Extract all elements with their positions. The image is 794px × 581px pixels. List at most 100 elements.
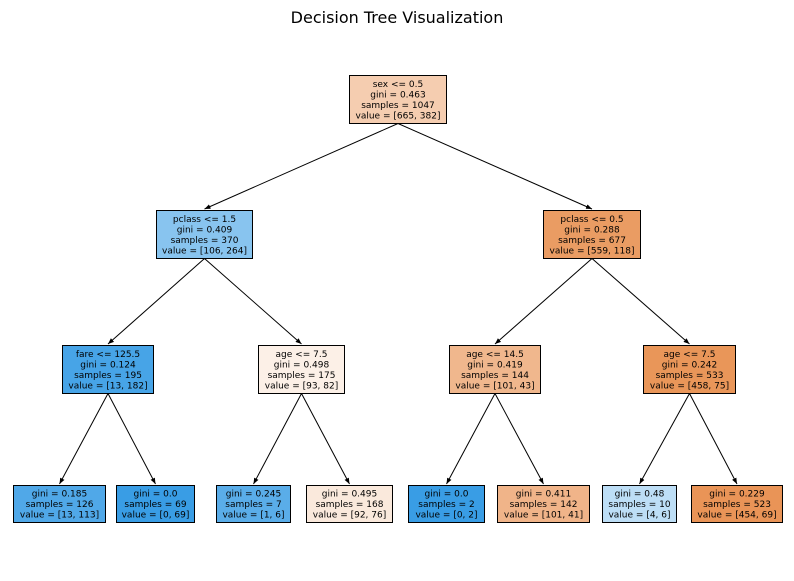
tree-node-text: samples = 523	[703, 500, 771, 510]
tree-node-text: samples = 677	[558, 236, 626, 246]
tree-edge-arrow	[204, 123, 399, 210]
tree-node-text: value = [101, 41]	[504, 511, 583, 521]
tree-node-box	[543, 210, 641, 259]
tree-node-text: gini = 0.124	[80, 360, 136, 370]
tree-node-text: value = [13, 182]	[68, 381, 147, 391]
tree-node-text: age <= 7.5	[664, 350, 716, 360]
tree-node-text: gini = 0.463	[370, 90, 425, 100]
tree-node-text: samples = 7	[225, 500, 281, 510]
tree-node-text: value = [92, 76]	[313, 511, 387, 521]
tree-node-text: samples = 2	[418, 500, 474, 510]
tree-node-box	[13, 485, 106, 523]
tree-edge-arrow	[59, 393, 109, 485]
tree-node-text: pclass <= 0.5	[560, 215, 623, 225]
tree-edge-arrow	[591, 258, 690, 345]
tree-node-text: value = [106, 264]	[162, 246, 247, 256]
tree-node-text: gini = 0.288	[564, 225, 620, 235]
tree-edge-arrow	[446, 393, 496, 485]
tree-node-text: value = [93, 82]	[265, 381, 339, 391]
edges-layer	[59, 123, 738, 485]
tree-node-box	[408, 485, 485, 523]
tree-node-text: value = [1, 6]	[222, 511, 284, 521]
tree-node-box	[449, 345, 541, 394]
tree-node-box	[216, 485, 291, 523]
tree-edge-arrow	[494, 258, 593, 345]
tree-node-text: samples = 126	[26, 500, 94, 510]
tree-node-box	[643, 345, 736, 394]
tree-edge-arrow	[204, 258, 302, 345]
tree-edge-arrow	[107, 393, 156, 485]
tree-node-box	[306, 485, 393, 523]
tree-node-text: value = [454, 69]	[697, 511, 776, 521]
tree-node-text: samples = 10	[608, 500, 670, 510]
tree-node-text: value = [13, 113]	[20, 511, 99, 521]
tree-node-text: samples = 370	[171, 236, 239, 246]
tree-node-text: samples = 69	[124, 500, 186, 510]
tree-node-text: gini = 0.0	[134, 490, 178, 500]
tree-node-text: samples = 533	[656, 371, 724, 381]
tree-node-text: gini = 0.495	[322, 490, 377, 500]
tree-node-text: value = [0, 69]	[122, 511, 190, 521]
tree-node-box	[691, 485, 783, 523]
tree-edge-arrow	[107, 258, 205, 345]
tree-node-text: gini = 0.245	[226, 490, 281, 500]
tree-node-text: value = [0, 2]	[415, 511, 477, 521]
tree-node-text: gini = 0.419	[467, 360, 523, 370]
tree-node-text: samples = 1047	[361, 101, 435, 111]
tree-node-text: gini = 0.185	[32, 490, 87, 500]
tree-node-text: value = [4, 6]	[608, 511, 670, 521]
tree-node-text: value = [559, 118]	[550, 246, 635, 256]
tree-node-text: pclass <= 1.5	[173, 215, 236, 225]
tree-node-box	[62, 345, 154, 394]
tree-node-box	[156, 210, 253, 259]
tree-node-text: gini = 0.411	[516, 490, 571, 500]
tree-node-text: samples = 195	[74, 371, 142, 381]
tree-node-text: samples = 168	[316, 500, 384, 510]
tree-edge-arrow	[397, 123, 593, 210]
tree-edge-arrow	[494, 393, 544, 485]
tree-edge-arrow	[253, 393, 302, 485]
tree-node-text: gini = 0.242	[662, 360, 717, 370]
tree-edge-arrow	[639, 393, 690, 485]
tree-node-text: value = [101, 43]	[455, 381, 534, 391]
tree-node-text: gini = 0.498	[274, 360, 330, 370]
tree-node-text: sex <= 0.5	[373, 80, 424, 90]
tree-node-box	[258, 345, 345, 394]
tree-node-text: value = [458, 75]	[650, 381, 729, 391]
tree-node-text: fare <= 125.5	[76, 350, 140, 360]
tree-node-text: samples = 142	[510, 500, 578, 510]
tree-edge-arrow	[301, 393, 350, 485]
tree-node-text: samples = 175	[268, 371, 336, 381]
tree-node-text: age <= 7.5	[276, 350, 328, 360]
tree-node-box	[349, 75, 447, 124]
tree-node-text: age <= 14.5	[466, 350, 524, 360]
tree-node-box	[116, 485, 195, 523]
tree-node-text: value = [665, 382]	[356, 111, 441, 121]
tree-node-text: samples = 144	[461, 371, 529, 381]
tree-node-box	[602, 485, 677, 523]
tree-node-text: gini = 0.0	[425, 490, 469, 500]
tree-edge-arrow	[689, 393, 738, 485]
tree-node-text: gini = 0.409	[177, 225, 233, 235]
tree-node-text: gini = 0.48	[615, 490, 665, 500]
tree-node-box	[497, 485, 590, 523]
tree-node-text: gini = 0.229	[709, 490, 765, 500]
diagram-title: Decision Tree Visualization	[290, 8, 504, 27]
